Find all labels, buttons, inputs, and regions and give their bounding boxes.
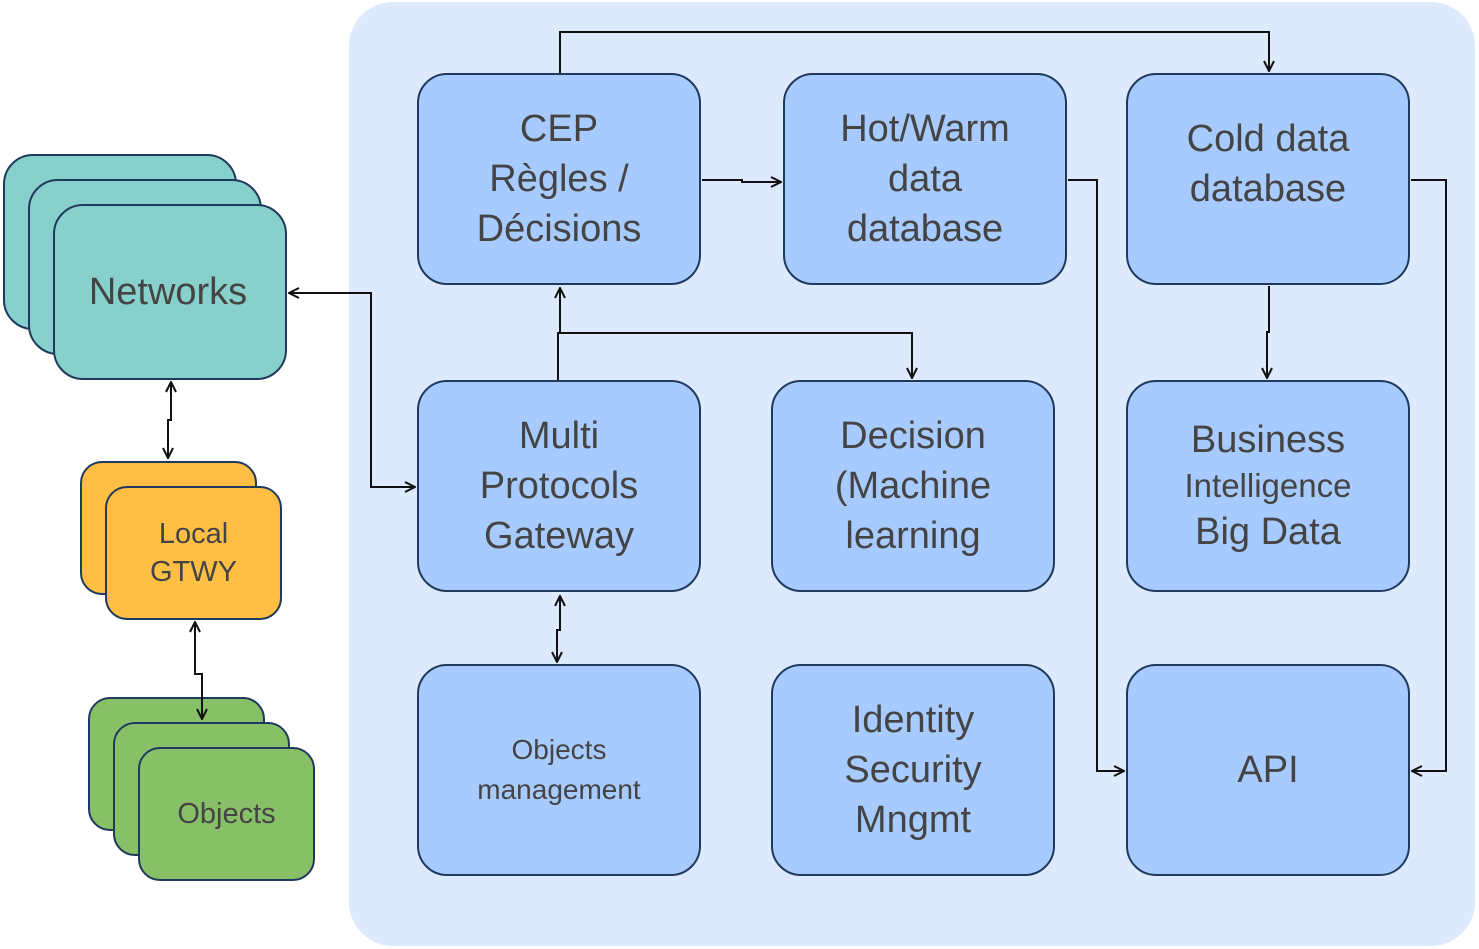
multi-protocols-gateway-node: Multi Protocols Gateway — [417, 380, 701, 592]
decision-ml-node: Decision (Machine learning — [771, 380, 1055, 592]
objects-management-label: Objects management — [477, 734, 641, 805]
api-node: API — [1126, 664, 1410, 876]
intelligence-label: Intelligence — [1184, 467, 1352, 504]
objects-management-node: Objects management — [417, 664, 701, 876]
api-label: API — [1237, 749, 1299, 791]
objects-label: Objects — [177, 798, 276, 830]
local-gtwy-label: Local GTWY — [150, 518, 237, 588]
decision-ml-label: Decision (Machine learning — [834, 415, 992, 557]
multi-protocols-gateway-label: Multi Protocols Gateway — [479, 415, 639, 557]
networks-label: Networks — [88, 271, 248, 313]
networks-local-gtwy-connector — [168, 382, 171, 458]
hot-warm-db-label: Hot/Warm data database — [840, 108, 1010, 250]
identity-security-node: Identity Security Mngmt — [771, 664, 1055, 876]
networks-node: Networks — [53, 204, 287, 380]
objects-node: Objects — [138, 747, 315, 881]
cep-node: CEP Règles / Décisions — [417, 73, 701, 285]
business-label: Business — [1190, 419, 1346, 461]
big-data-label: Big Data — [1195, 511, 1341, 553]
local-gtwy-node: Local GTWY — [105, 486, 282, 620]
identity-security-label: Identity Security Mngmt — [844, 699, 982, 841]
cold-db-label: Cold data database — [1186, 118, 1350, 210]
cep-label: CEP Règles / Décisions — [476, 108, 642, 250]
hot-warm-db-node: Hot/Warm data database — [783, 73, 1067, 285]
business-intelligence-label: Business Intelligence Big Data — [1185, 417, 1352, 555]
business-intelligence-node: Business Intelligence Big Data — [1126, 380, 1410, 592]
cold-db-node: Cold data database — [1126, 73, 1410, 285]
